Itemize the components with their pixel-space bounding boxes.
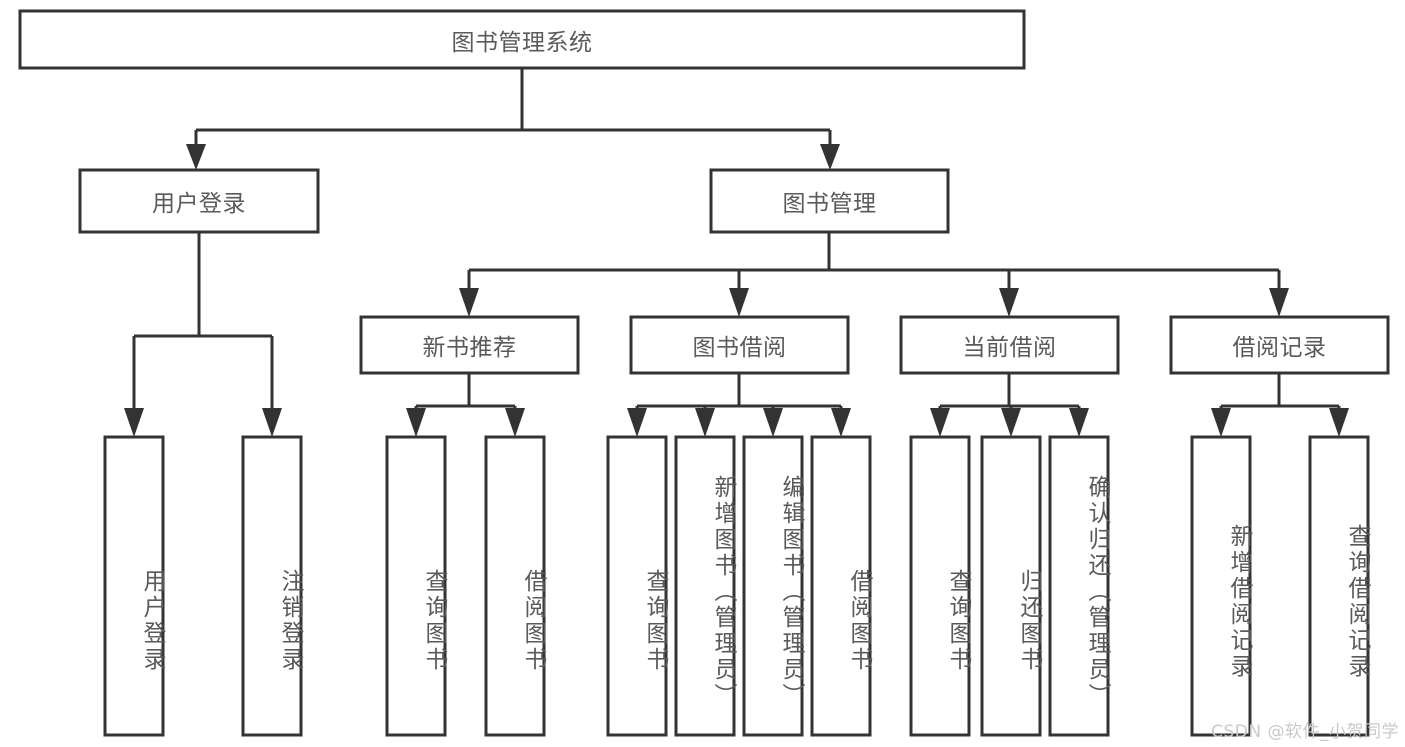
arrowhead-new-book-recommend <box>459 288 479 317</box>
node-box-user-login[interactable] <box>78 168 320 234</box>
arrowhead-leaf-add-book <box>695 408 715 437</box>
connector-newbook-to-leaves <box>406 373 525 437</box>
node-box-book-manage[interactable] <box>709 168 950 234</box>
node-box-leaf-query-book-rec[interactable] <box>385 435 447 737</box>
connector-userlogin-to-leaves <box>124 232 282 437</box>
arrowhead-borrow-record <box>1269 288 1289 317</box>
node-box-new-book-recommend[interactable] <box>359 315 580 375</box>
node-box-root[interactable] <box>18 9 1026 70</box>
arrowhead-leaf-query-book-rec <box>406 408 426 437</box>
node-box-leaf-add-book[interactable] <box>674 435 736 737</box>
node-box-borrow-record[interactable] <box>1169 315 1390 375</box>
arrowhead-book-borrow <box>729 288 749 317</box>
arrowhead-book-manage <box>820 144 840 170</box>
node-box-leaf-return-book[interactable] <box>980 435 1042 737</box>
node-box-leaf-query-book-borrow[interactable] <box>606 435 668 737</box>
arrowhead-leaf-edit-book <box>763 408 783 437</box>
node-box-leaf-borrow-book-rec[interactable] <box>484 435 546 737</box>
node-box-book-borrow[interactable] <box>629 315 850 375</box>
node-box-leaf-borrow-book[interactable] <box>810 435 872 737</box>
arrowhead-leaf-borrow-book <box>831 408 851 437</box>
connector-bookborrow-to-leaves <box>627 373 851 437</box>
connector-root-to-level2 <box>186 68 840 170</box>
node-box-leaf-query-borrow-record[interactable] <box>1308 435 1370 737</box>
arrowhead-leaf-user-login <box>124 408 144 437</box>
arrowhead-leaf-confirm-return <box>1069 408 1089 437</box>
arrowhead-user-login <box>186 144 206 170</box>
arrowhead-leaf-add-borrow-record <box>1211 408 1231 437</box>
arrowhead-current-borrow <box>999 288 1019 317</box>
arrowhead-leaf-query-book-current <box>930 408 950 437</box>
node-box-leaf-confirm-return[interactable] <box>1048 435 1110 737</box>
arrowhead-leaf-return-book <box>1001 408 1021 437</box>
connector-bookmanage-to-level3 <box>459 232 1289 317</box>
connector-currentborrow-to-leaves <box>930 373 1089 437</box>
arrowhead-leaf-query-borrow-record <box>1329 408 1349 437</box>
arrowhead-leaf-user-logout <box>262 408 282 437</box>
node-box-leaf-edit-book[interactable] <box>742 435 804 737</box>
node-box-leaf-query-book-current[interactable] <box>909 435 971 737</box>
csdn-watermark: CSDN @软件_小贺同学 <box>1211 722 1399 742</box>
arrowhead-leaf-query-book-borrow <box>627 408 647 437</box>
node-box-leaf-user-logout[interactable] <box>241 435 303 737</box>
connector-borrowrecord-to-leaves <box>1211 373 1349 437</box>
node-box-current-borrow[interactable] <box>899 315 1120 375</box>
node-box-leaf-add-borrow-record[interactable] <box>1190 435 1252 737</box>
node-box-leaf-user-login[interactable] <box>103 435 165 737</box>
arrowhead-leaf-borrow-book-rec <box>505 408 525 437</box>
